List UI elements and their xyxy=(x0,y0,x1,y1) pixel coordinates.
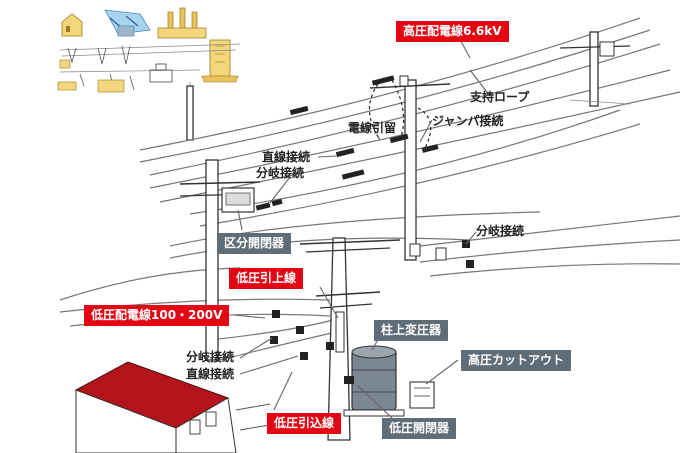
hv-cutout xyxy=(409,381,435,409)
pole-transformer-tag: 柱上変圧器 xyxy=(374,320,449,341)
pole-transformer xyxy=(343,345,405,417)
branch-joint-left-label: 分岐接続 xyxy=(256,166,305,180)
support-rope-label: 支持ロープ xyxy=(470,90,530,104)
lv-riser-tag: 低圧引上線 xyxy=(229,268,304,289)
far-pole xyxy=(559,31,631,107)
lv-service-drop-tag: 低圧引込線 xyxy=(267,413,342,434)
middle-pole xyxy=(369,75,451,261)
hv-line-tag: 高圧配電線6.6kV xyxy=(396,21,509,42)
straight-joint-top-label: 直線接続 xyxy=(262,150,311,164)
transformer-pole xyxy=(299,237,447,441)
building-icon xyxy=(201,39,239,83)
lv-line-tag: 低圧配電線100・200V xyxy=(84,305,230,326)
power-plant-icon xyxy=(104,9,151,37)
network-inset xyxy=(57,7,241,141)
house-icon xyxy=(61,13,83,37)
lv-switch-tag: 低圧開閉器 xyxy=(382,418,457,439)
hv-cutout-tag: 高圧カットアウト xyxy=(461,350,572,371)
branch-joint-right-label: 分岐接続 xyxy=(476,224,525,238)
house-illustration xyxy=(74,361,276,453)
substation-icon xyxy=(149,63,173,83)
leader-lines xyxy=(233,29,491,419)
wire-anchor-label: 電線引留 xyxy=(348,121,397,135)
section-switch-tag: 区分開閉器 xyxy=(217,233,292,254)
branch-joint-bottom-label: 分岐接続 xyxy=(186,350,235,364)
factory-icon xyxy=(157,7,207,39)
straight-joint-bottom-label: 直線接続 xyxy=(186,367,235,381)
jumper-label: ジャンパ接続 xyxy=(432,114,504,128)
